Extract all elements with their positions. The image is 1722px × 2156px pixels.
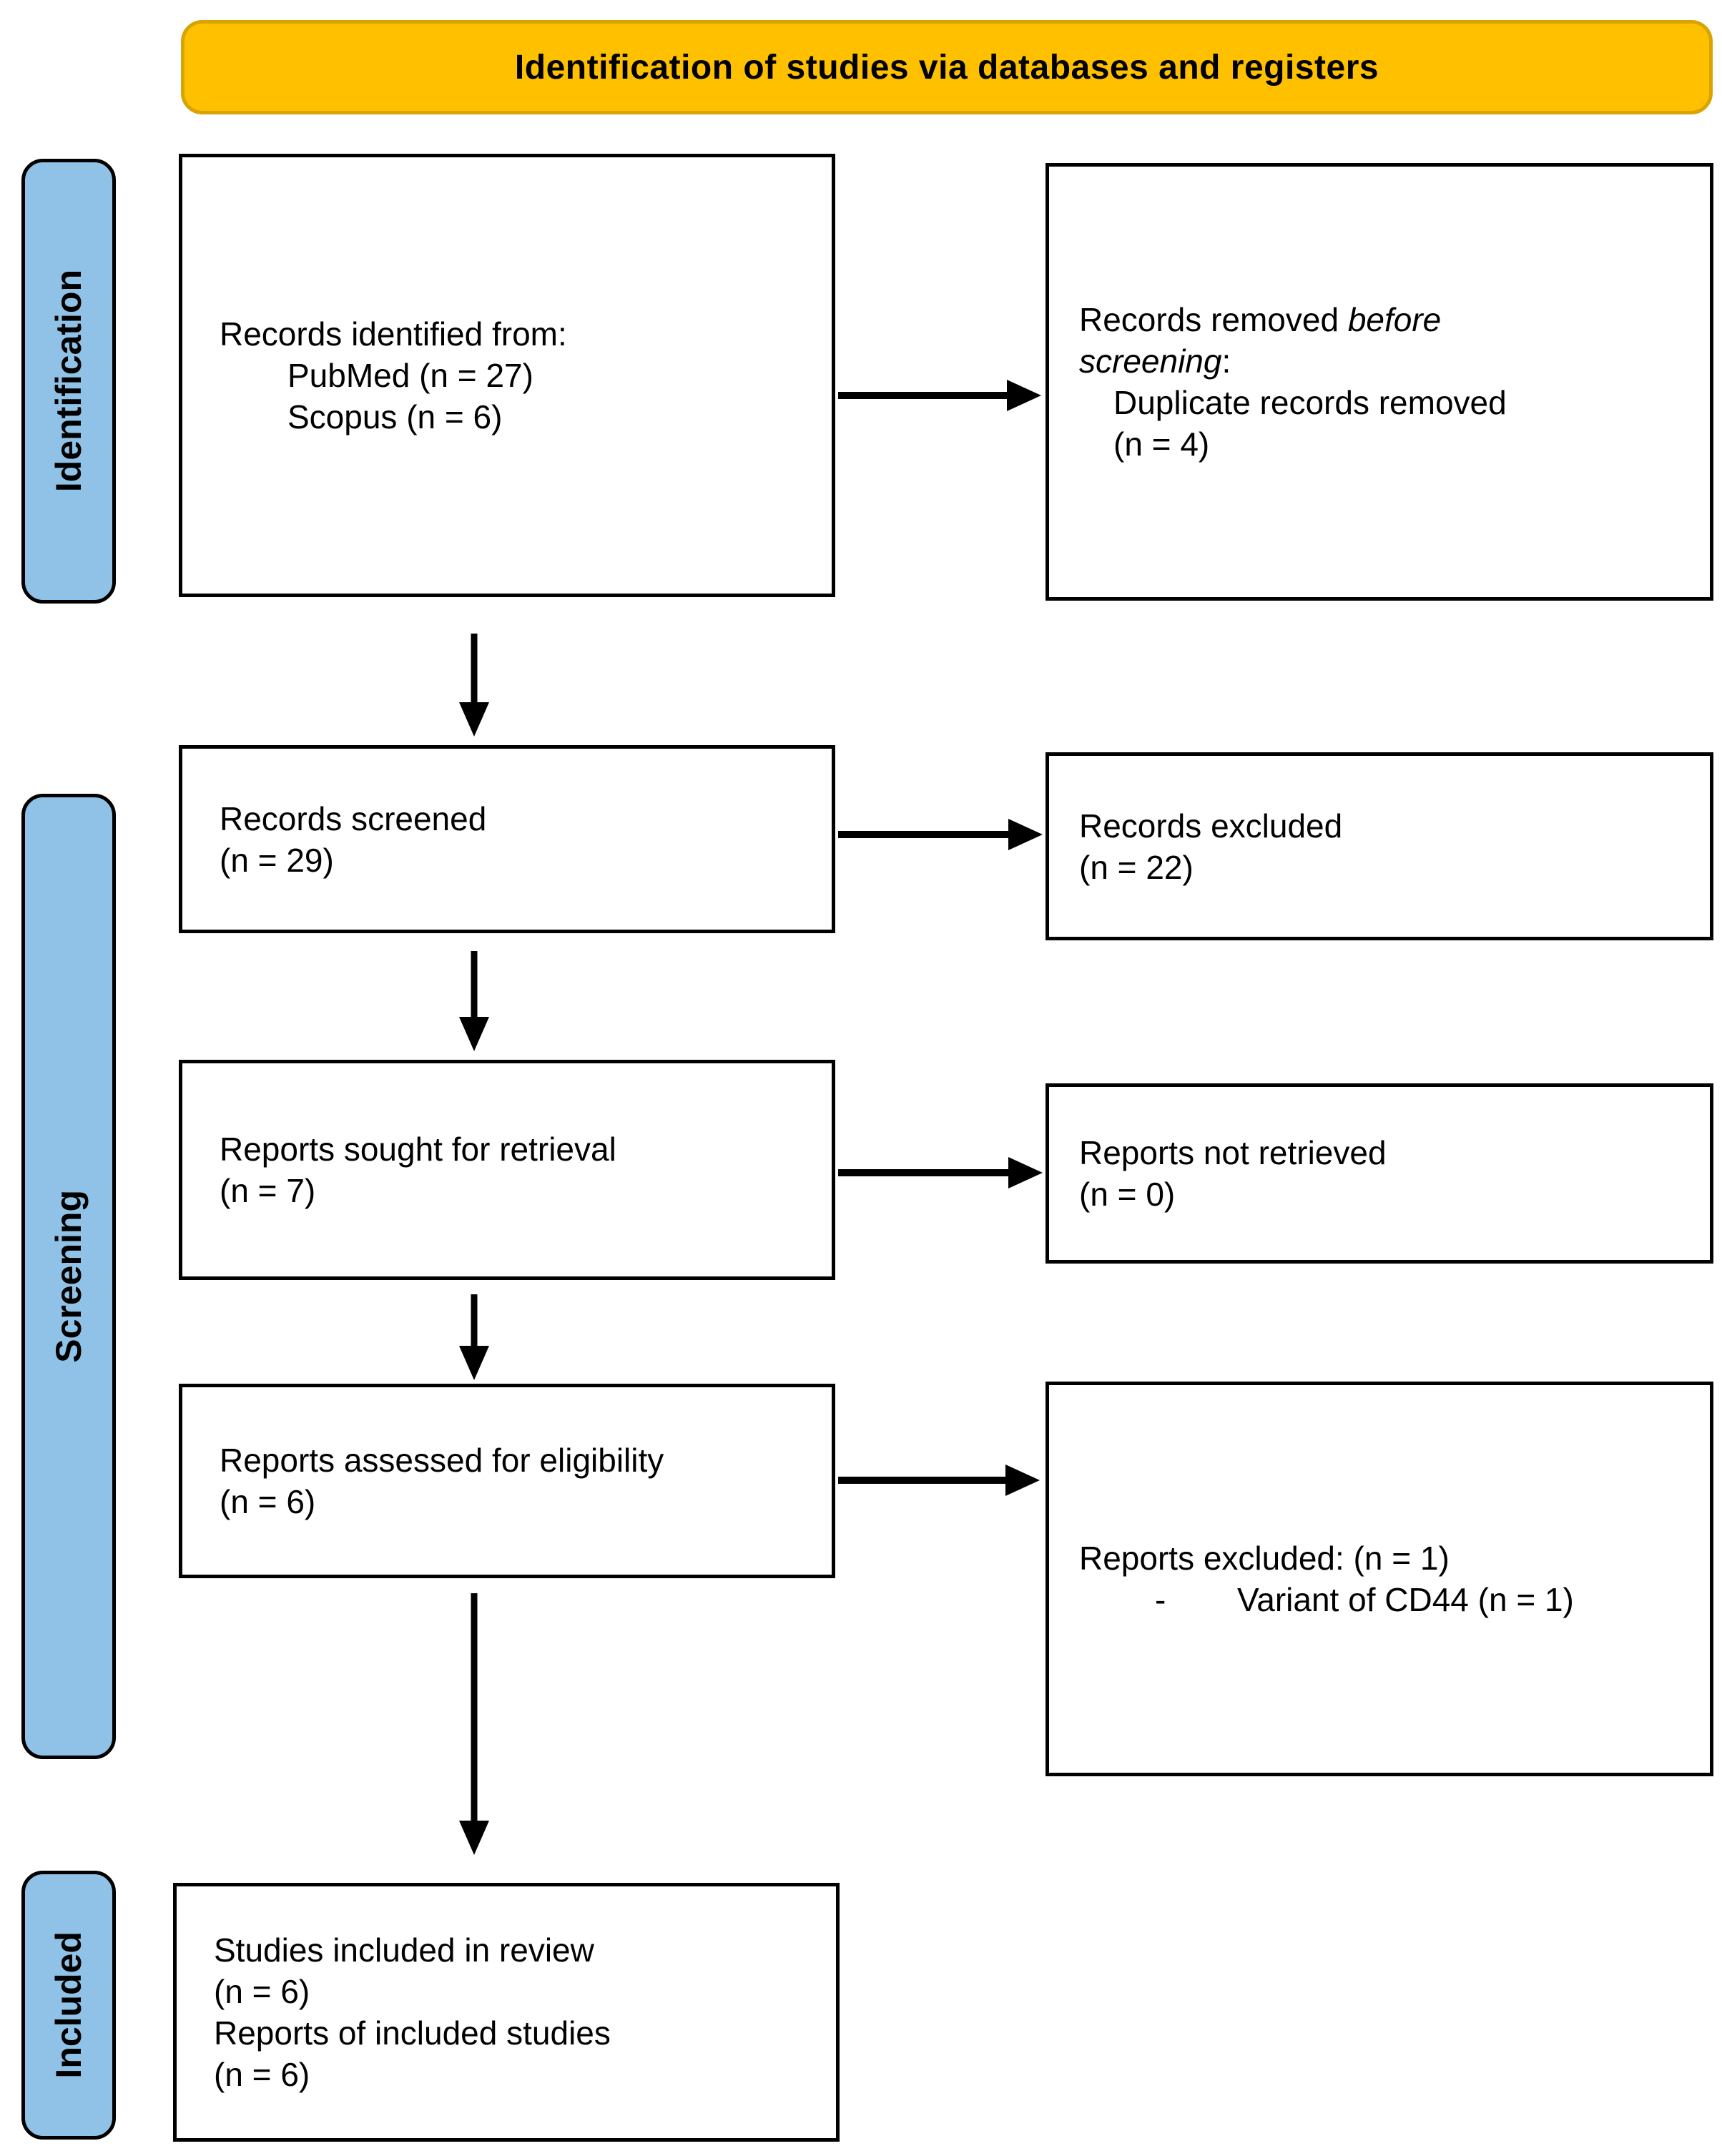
box-line: Studies included in review: [214, 1931, 594, 1969]
arrow-assessed-to-included: [459, 1593, 489, 1855]
stage-bar-included: Included: [21, 1871, 116, 2140]
box-line: Records removed before: [1079, 301, 1442, 338]
arrow-sought-to-assessed: [459, 1294, 489, 1380]
stage-bar-screening: Screening: [21, 794, 116, 1759]
box-text: Records removed before screening: Duplicat…: [1049, 299, 1710, 465]
title-banner: Identification of studies via databases …: [181, 20, 1713, 114]
flow-box-studies-included: Studies included in review (n = 6) Reports…: [173, 1883, 840, 2142]
box-text: Records excluded(n = 22): [1049, 805, 1710, 888]
box-text: Reports excluded: (n = 1)-Variant of CD4…: [1049, 1537, 1710, 1620]
box-line: (n = 29): [220, 841, 334, 879]
box-line: screening:: [1079, 343, 1231, 380]
diagram-title: Identification of studies via databases …: [514, 48, 1379, 87]
box-text: Reports not retrieved (n = 0): [1049, 1132, 1710, 1215]
stage-label-screening: Screening: [49, 1190, 89, 1363]
box-text: Studies included in review (n = 6) Reports…: [177, 1929, 836, 2095]
flow-box-reports-assessed: Reports assessed for eligibility (n = 6): [179, 1384, 835, 1578]
box-text: Records identified from: PubMed (n = 27) S…: [182, 313, 832, 438]
box-line: Reports assessed for eligibility: [220, 1442, 664, 1479]
box-line: -Variant of CD44 (n = 1): [1049, 1579, 1710, 1620]
box-line: (n = 6): [220, 1483, 316, 1520]
flow-box-reports-not-retrieved: Reports not retrieved (n = 0): [1046, 1083, 1713, 1264]
stage-label-included: Included: [49, 1931, 89, 2079]
box-line: (n = 7): [220, 1172, 316, 1209]
box-line: (n = 0): [1079, 1176, 1176, 1213]
box-line: Records identified from:: [220, 315, 567, 353]
arrow-screened-to-sought: [459, 951, 489, 1051]
stage-bar-identification: Identification: [21, 159, 116, 604]
flow-box-reports-excluded: Reports excluded: (n = 1)-Variant of CD4…: [1046, 1382, 1713, 1776]
box-line: Records excluded: [1079, 807, 1343, 845]
arrow-sought-to-not-retrieved: [838, 1157, 1043, 1188]
flow-box-records-identified: Records identified from: PubMed (n = 27) S…: [179, 154, 835, 597]
arrow-identified-to-screened: [459, 634, 489, 737]
flow-box-records-excluded: Records excluded(n = 22): [1046, 752, 1713, 940]
arrow-screened-to-excluded: [838, 819, 1043, 850]
box-line: Reports excluded: (n = 1): [1079, 1540, 1450, 1577]
box-line: (n = 4): [1113, 425, 1210, 463]
box-line: Reports sought for retrieval: [220, 1131, 616, 1168]
flow-box-records-removed: Records removed before screening: Duplicat…: [1046, 163, 1713, 601]
box-text: Records screened (n = 29): [182, 798, 832, 881]
box-line: (n = 6): [214, 2056, 310, 2093]
flow-box-reports-sought: Reports sought for retrieval (n = 7): [179, 1060, 835, 1280]
arrow-identified-to-removed: [838, 380, 1041, 411]
box-text: Reports assessed for eligibility (n = 6): [182, 1439, 832, 1522]
box-line: Reports not retrieved: [1079, 1134, 1387, 1171]
bullet-dash: -: [1155, 1581, 1166, 1618]
box-line: Reports of included studies: [214, 2014, 611, 2052]
box-line: PubMed (n = 27): [287, 357, 533, 394]
box-text: Reports sought for retrieval (n = 7): [182, 1128, 832, 1211]
box-line: (n = 22): [1079, 848, 1194, 886]
box-line: Records screened: [220, 799, 487, 837]
flow-box-records-screened: Records screened (n = 29): [179, 745, 835, 933]
stage-label-identification: Identification: [49, 270, 89, 493]
box-line: Duplicate records removed: [1113, 384, 1507, 421]
box-line: Scopus (n = 6): [287, 398, 503, 435]
arrow-assessed-to-reports-excluded: [838, 1465, 1040, 1496]
box-line: (n = 6): [214, 1973, 310, 2010]
